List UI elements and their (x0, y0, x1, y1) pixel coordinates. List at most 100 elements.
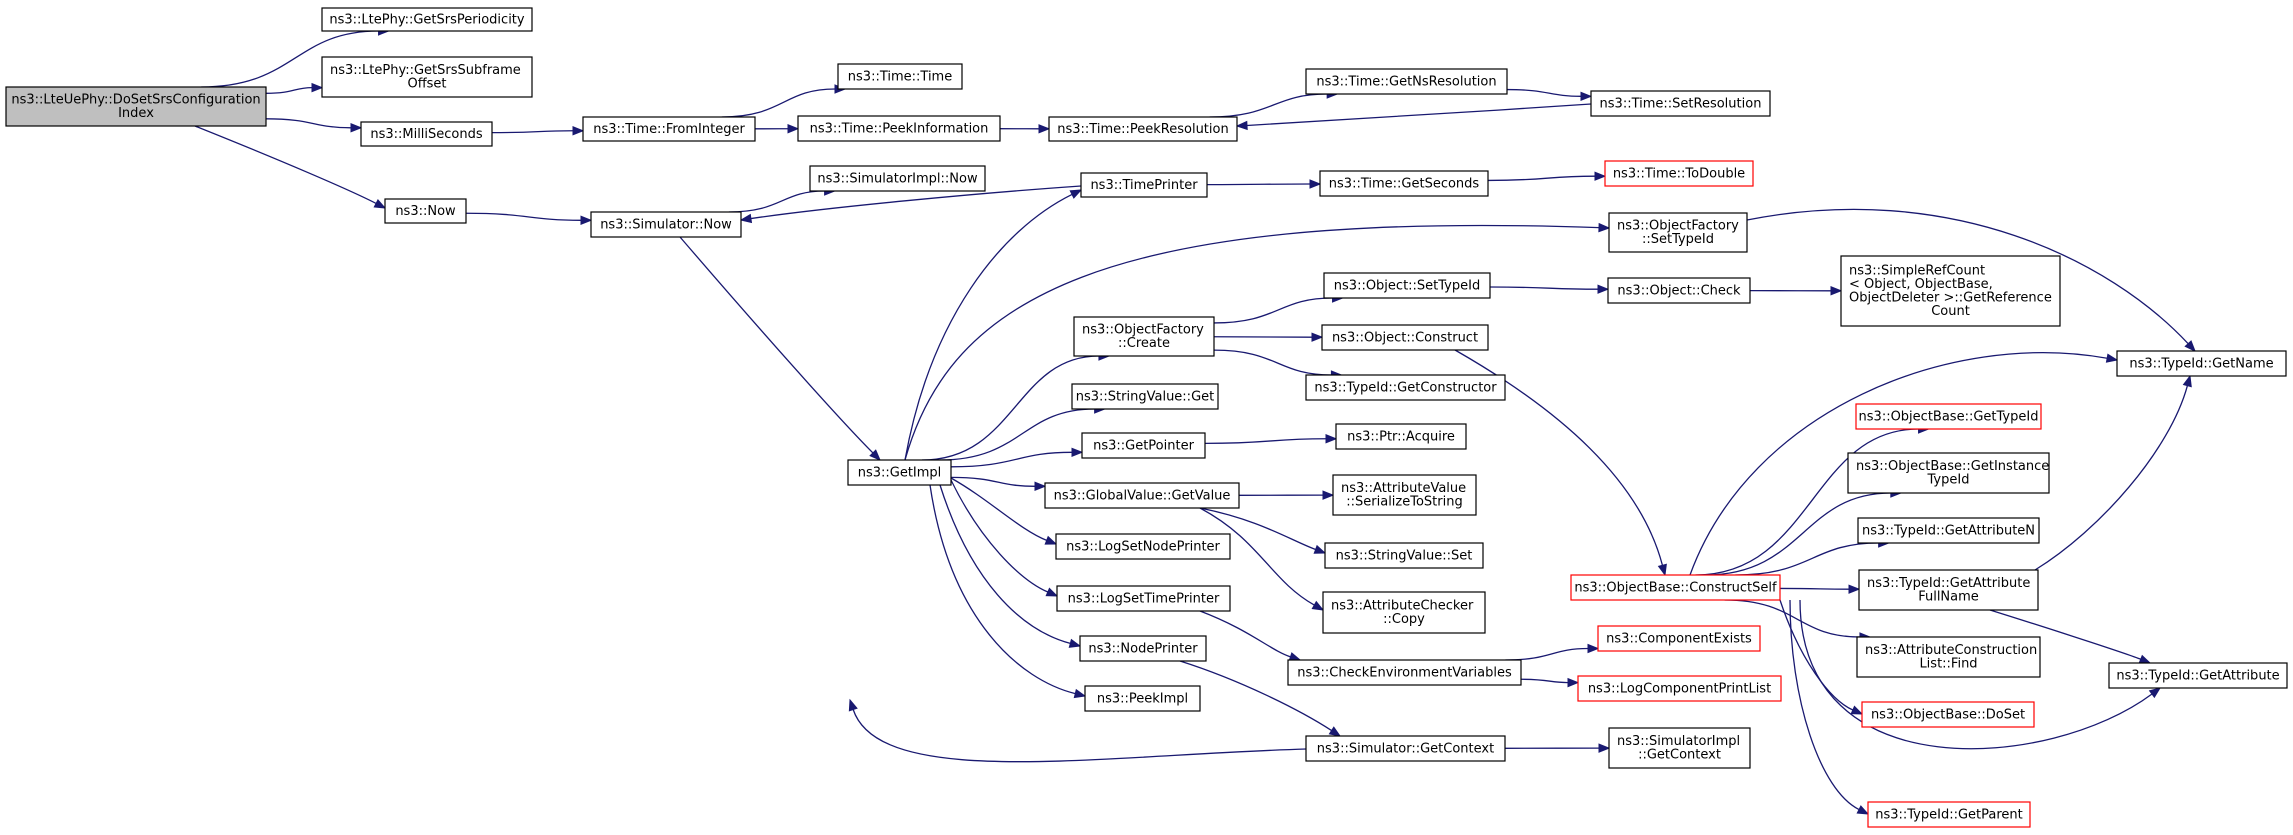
node-attributeValueSerialize[interactable]: ns3::AttributeValue::SerializeToString (1332, 474, 1477, 516)
node-label-line: ::Create (1118, 336, 1170, 351)
node-label-line: ns3::ComponentExists (1606, 631, 1752, 646)
node-stringValueSet[interactable]: ns3::StringValue::Set (1324, 542, 1484, 569)
node-timePeekResolution[interactable]: ns3::Time::PeekResolution (1048, 116, 1238, 142)
node-typeIdGetName[interactable]: ns3::TypeId::GetName (2116, 350, 2287, 377)
arrowhead-icon (739, 213, 753, 224)
node-timePrinter[interactable]: ns3::TimePrinter (1080, 172, 1208, 198)
node-simpleRefCount[interactable]: ns3::SimpleRefCount< Object, ObjectBase,… (1840, 255, 2061, 327)
arrowhead-icon (580, 215, 593, 226)
node-now[interactable]: ns3::Now (384, 198, 467, 224)
node-simulatorNow[interactable]: ns3::Simulator::Now (590, 211, 742, 238)
edge-line (950, 451, 1073, 468)
node-getImpl[interactable]: ns3::GetImpl (847, 459, 952, 486)
edge-timePeekInformation-to-timePeekResolution (999, 124, 1051, 134)
node-box (1604, 160, 1754, 187)
arrowhead-icon (1856, 805, 1870, 815)
arrowhead-icon (1034, 481, 1047, 492)
edge-line (904, 224, 1600, 461)
node-timeSetResolution[interactable]: ns3::Time::SetResolution (1590, 90, 1771, 117)
edge-line (1489, 286, 1599, 290)
node-label-line: ns3::Time::PeekResolution (1057, 122, 1228, 137)
node-label-line: ns3::Time::GetSeconds (1329, 176, 1480, 191)
node-ptrAcquire[interactable]: ns3::Ptr::Acquire (1335, 423, 1467, 450)
arrowhead-icon (1597, 284, 1610, 294)
edge-line (728, 190, 825, 213)
node-getPointer[interactable]: ns3::GetPointer (1081, 432, 1206, 459)
node-objectBaseGetTypeId[interactable]: ns3::ObjectBase::GetTypeId (1855, 403, 2042, 430)
node-objectFactorySetTypeId[interactable]: ns3::ObjectFactory::SetTypeId (1608, 212, 1748, 253)
node-box (1080, 172, 1208, 198)
node-timeFromInteger[interactable]: ns3::Time::FromInteger (582, 116, 756, 142)
node-box (1323, 272, 1491, 299)
node-box (1597, 625, 1761, 652)
node-checkEnvVars[interactable]: ns3::CheckEnvironmentVariables (1287, 659, 1522, 686)
node-label-line: ns3::TimePrinter (1090, 178, 1198, 193)
edge-milliSeconds-to-timeFromInteger (491, 126, 585, 136)
edge-line (1724, 599, 1860, 638)
arrowhead-icon (2148, 687, 2162, 699)
node-simulatorImplGetContext[interactable]: ns3::SimulatorImpl::GetContext (1608, 727, 1751, 769)
edge-line (1505, 647, 1589, 661)
node-objectBaseConstructSelf[interactable]: ns3::ObjectBase::ConstructSelf (1570, 574, 1781, 601)
arrowhead-icon (1598, 743, 1611, 753)
node-timePeekInformation[interactable]: ns3::Time::PeekInformation (797, 115, 1001, 142)
node-objectSetTypeId[interactable]: ns3::Object::SetTypeId (1323, 272, 1491, 299)
edge-getImpl-to-peekImpl (929, 484, 1087, 699)
node-globalValueGetValue[interactable]: ns3::GlobalValue::GetValue (1044, 482, 1240, 509)
node-objectBaseDoSet[interactable]: ns3::ObjectBase::DoSet (1861, 701, 2035, 728)
node-stringValueGet[interactable]: ns3::StringValue::Get (1071, 383, 1219, 410)
edge-line (465, 212, 582, 221)
node-typeIdGetAttribute[interactable]: ns3::TypeId::GetAttribute (2108, 662, 2288, 689)
node-milliSeconds[interactable]: ns3::MilliSeconds (360, 121, 493, 147)
node-box (5, 86, 267, 127)
node-componentExists[interactable]: ns3::ComponentExists (1597, 625, 1761, 652)
node-typeIdGetParent[interactable]: ns3::TypeId::GetParent (1867, 801, 2031, 828)
node-typeIdGetConstructor[interactable]: ns3::TypeId::GetConstructor (1305, 374, 1506, 401)
edge-line (721, 88, 836, 118)
node-label-line: Index (118, 106, 154, 121)
node-timeToDouble[interactable]: ns3::Time::ToDouble (1604, 160, 1754, 187)
node-box (384, 198, 467, 224)
node-logComponentPrintList[interactable]: ns3::LogComponentPrintList (1577, 675, 1782, 702)
edge-objectBaseConstructSelf-to-typeIdGetAttribute (1799, 599, 2162, 750)
node-label-line: ns3::LtePhy::GetSrsPeriodicity (329, 12, 525, 27)
edge-line (679, 236, 874, 454)
node-label-line: ns3::AttributeChecker (1331, 599, 1474, 614)
node-logSetNodePrinter[interactable]: ns3::LogSetNodePrinter (1055, 533, 1231, 560)
node-getSrsPeriodicity[interactable]: ns3::LtePhy::GetSrsPeriodicity (321, 7, 533, 32)
node-objectFactoryCreate[interactable]: ns3::ObjectFactory::Create (1073, 316, 1215, 357)
edge-now-to-simulatorNow (465, 212, 593, 226)
node-box (837, 63, 963, 90)
node-box (1324, 542, 1484, 569)
edge-globalValueGetValue-to-attributeCheckerCopy (1199, 507, 1325, 611)
node-label-line: ns3::StringValue::Get (1076, 389, 1214, 404)
node-attributeCheckerCopy[interactable]: ns3::AttributeChecker::Copy (1322, 591, 1486, 634)
node-label-line: List::Find (1919, 657, 1977, 672)
node-label-line: Offset (407, 77, 446, 92)
node-doSetSrs[interactable]: ns3::LteUePhy::DoSetSrsConfigurationInde… (5, 86, 267, 127)
node-simulatorImplNow[interactable]: ns3::SimulatorImpl::Now (809, 165, 986, 192)
node-timeGetSeconds[interactable]: ns3::Time::GetSeconds (1319, 170, 1489, 197)
node-timeTime[interactable]: ns3::Time::Time (837, 63, 963, 90)
node-box (1319, 170, 1489, 197)
node-nodePrinter[interactable]: ns3::NodePrinter (1079, 635, 1207, 662)
edge-getImpl-to-logSetNodePrinter (950, 477, 1058, 545)
node-logSetTimePrinter[interactable]: ns3::LogSetTimePrinter (1056, 585, 1231, 612)
node-typeIdGetAttributeN[interactable]: ns3::TypeId::GetAttributeN (1857, 517, 2040, 544)
arrowhead-icon (1322, 490, 1335, 500)
node-label-line: ObjectDeleter >::GetReference (1849, 291, 2052, 306)
node-objectConstruct[interactable]: ns3::Object::Construct (1321, 324, 1489, 351)
node-simulatorGetContext[interactable]: ns3::Simulator::GetContext (1305, 735, 1506, 762)
edge-line (904, 193, 1073, 461)
node-label-line: ns3::StringValue::Set (1336, 548, 1473, 563)
node-timeGetNsResolution[interactable]: ns3::Time::GetNsResolution (1305, 68, 1508, 95)
edge-objectCheck-to-simpleRefCount (1749, 286, 1843, 296)
node-peekImpl[interactable]: ns3::PeekImpl (1084, 685, 1201, 712)
node-objectCheck[interactable]: ns3::Object::Check (1607, 277, 1751, 304)
node-box (321, 7, 533, 32)
arrowhead-icon (1830, 286, 1843, 296)
